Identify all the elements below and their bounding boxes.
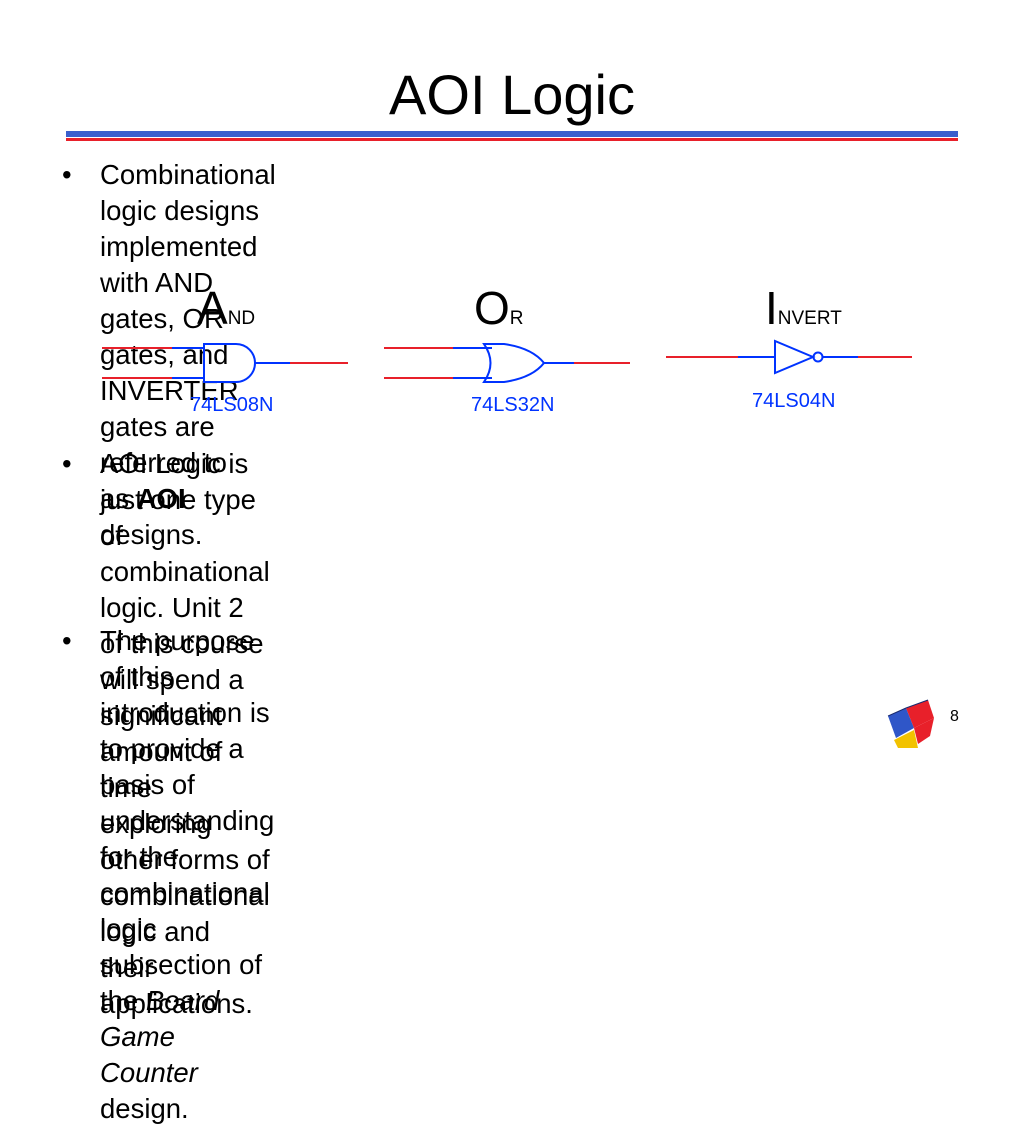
title-divider-blue [66, 131, 958, 137]
bullet-1-line-3: as AOI designs. [100, 481, 276, 553]
gate-diagrams [102, 339, 912, 383]
bullet-marker: • [62, 159, 72, 190]
logo-icon [887, 699, 934, 748]
inverter-gate-label: INVERT [765, 282, 842, 345]
bullet-1-line-1: Combinational logic designs implemented … [100, 159, 276, 298]
inverter-label-initial: I [765, 282, 778, 334]
bullet-marker: • [62, 448, 72, 479]
and-gate-label: AND [197, 282, 255, 345]
bullet-marker: • [62, 625, 72, 656]
and-gate-symbol [102, 343, 348, 383]
bullet-3-line-3-pre: the [100, 985, 146, 1016]
bullet-3-line-3-post: design. [100, 1093, 189, 1124]
or-gate-symbol [384, 343, 630, 383]
inverter-label-rest: NVERT [777, 308, 842, 329]
inverter-gate-symbol [666, 339, 912, 375]
or-part-number: 74LS32N [471, 394, 555, 416]
or-label-rest: R [509, 308, 524, 329]
bullet-3-line-1: The purpose of this introduction is to p… [100, 625, 270, 800]
title-divider-red [66, 138, 958, 141]
or-label-initial: O [474, 282, 510, 334]
and-label-rest: ND [227, 308, 256, 329]
page-number: 8 [950, 708, 959, 725]
inverter-part-number: 74LS04N [752, 390, 836, 412]
bullet-1-line-3-pre: as [100, 483, 137, 514]
slide-title: AOI Logic [389, 63, 635, 126]
bullet-1-line-3-post: designs. [100, 519, 203, 550]
aoi-term: AOI [136, 483, 186, 514]
bullet-1-text: Combinational logic designs implemented … [100, 157, 276, 553]
bullet-2-line-1: AOI Logic is just one type of combinatio… [100, 448, 270, 623]
or-gate-label: OR [474, 282, 524, 345]
bullet-3-line-2: understanding for the combinational logi… [100, 805, 275, 980]
and-label-initial: A [197, 282, 228, 334]
bullet-3-text: The purpose of this introduction is to p… [100, 623, 274, 1127]
bullet-2-line-2: of this course will spend a significant … [100, 628, 264, 803]
and-part-number: 74LS08N [190, 394, 274, 416]
bullet-1-line-2: gates, OR gates, and INVERTER gates are … [100, 303, 239, 478]
bullet-3-line-3: the Board Game Counter design. [100, 983, 274, 1127]
